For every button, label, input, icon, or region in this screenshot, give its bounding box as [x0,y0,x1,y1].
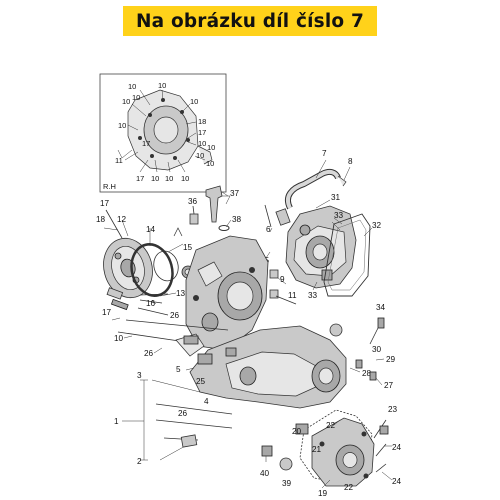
callout: 1 [114,417,119,426]
callout: 22 [326,421,336,430]
oil-dipstick [205,185,223,223]
callout: 28 [362,369,372,378]
callout: 14 [146,225,156,234]
inset-callout: 17 [142,139,150,148]
rotor-ring [130,243,174,297]
inset-callout: 10 [151,174,159,183]
inset-callout: 10 [122,97,130,106]
upper-right-assembly: 7 8 31 6 33 32 35 33 [260,149,382,300]
inset-callout: 11 [115,156,123,165]
inset-callout: 10 [132,93,140,102]
callout: 26 [144,349,154,358]
gasket [323,213,371,297]
callout: 4 [204,397,209,406]
callout: 33 [334,211,344,220]
callout: 18 [96,215,106,224]
callout: 29 [386,355,396,364]
callout: 8 [348,157,353,166]
callout: 24 [392,443,402,452]
part-number-banner: Na obrázku díl číslo 7 [123,6,377,36]
callout: 26 [178,409,188,418]
callout: 23 [388,405,398,414]
inset-callout: 10 [206,159,214,168]
callout: 3 [137,371,142,380]
callout: 30 [372,345,382,354]
lower-right-cover: 22 23 24 20 21 40 39 19 22 24 [260,405,402,498]
inset-callout: 10 [196,151,204,160]
callout: 33 [308,291,318,300]
inset-callout: 10 [181,174,189,183]
callout: 32 [372,221,382,230]
callout: 7 [322,149,327,158]
callout: 17 [100,199,110,208]
crankcase-left: 10 26 26 [114,235,269,358]
callout: 9 [280,275,285,284]
callout: 13 [176,289,186,298]
banner-text: Na obrázku díl číslo 7 [135,10,365,32]
callout: 38 [232,215,242,224]
callout: 24 [392,477,402,486]
callout: 36 [188,197,198,206]
callout: 10 [114,334,124,343]
callout: 34 [376,303,386,312]
callout: 17 [102,308,112,317]
inset-callout: 10 [198,139,206,148]
inset-callout: 18 [198,117,206,126]
inset-label: R.H [103,182,116,191]
callout: 6 [266,225,271,234]
callout: 40 [260,469,270,478]
inset-callout: 10 [207,143,215,152]
inset-callout: 10 [190,97,198,106]
callout: 16 [146,299,156,308]
crankcase-main: 3 5 25 4 26 1 2 34 30 29 28 27 [114,303,396,466]
callout: 19 [318,489,328,498]
inset-callout: 10 [118,121,126,130]
inset-callout: 10 [165,174,173,183]
inset-rh-view: 10 10 10 10 10 10 10 10 10 18 17 17 11 1… [99,73,227,193]
callout: 39 [282,479,292,488]
inset-callout: 17 [198,128,206,137]
callout: 5 [176,365,181,374]
callout: 11 [288,291,297,300]
callout: 20 [292,427,302,436]
callout: 2 [137,457,142,466]
gasket-lower [299,409,373,485]
callout: 25 [196,377,206,386]
inset-callout: 10 [128,82,136,91]
callout: 21 [312,445,322,454]
callout: 15 [183,243,193,252]
callout: 37 [230,189,240,198]
callout: 27 [384,381,394,390]
rotor-assembly: 17 18 12 14 15 13 16 17 [96,199,195,321]
callout: 12 [117,215,127,224]
callout: 26 [170,311,180,320]
inset-callout: 10 [158,81,166,90]
dipstick-area: 37 38 36 9 11 [173,185,297,305]
callout: 22 [344,483,354,492]
inset-callout: 17 [136,174,144,183]
callout: 31 [331,193,341,202]
